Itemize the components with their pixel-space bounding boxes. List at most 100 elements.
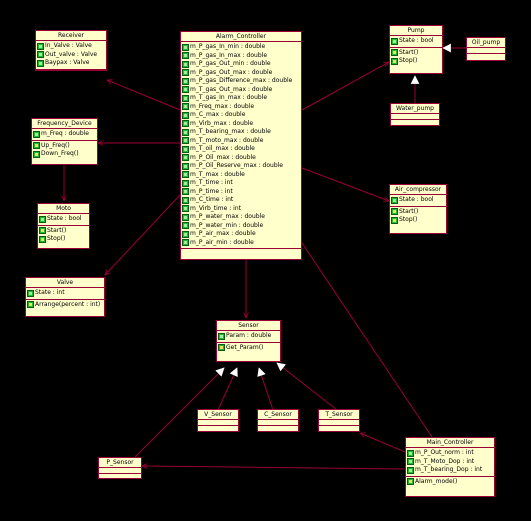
operation-icon xyxy=(391,57,398,65)
class-v-sensor[interactable]: V_Sensor xyxy=(197,409,239,432)
operation-icon xyxy=(391,49,398,57)
attribute-row: m_T_max : double xyxy=(181,171,301,180)
attribute-text: m_P_water_max : double xyxy=(190,213,265,221)
class-name: Frequency_Device xyxy=(32,119,97,129)
operation-section: Alarm_mode() xyxy=(406,477,494,488)
operation-section: Start()Stop() xyxy=(390,207,446,226)
gen-vsensor-sensor xyxy=(217,368,237,411)
attribute-row: m_P_time : int xyxy=(181,188,301,197)
attribute-text: m_C_max : double xyxy=(190,111,246,119)
operation-row: Alarm_mode() xyxy=(406,478,494,487)
attribute-row: m_P_gas_In_min : double xyxy=(181,43,301,52)
gen-psensor-sensor xyxy=(134,368,224,458)
link-alarm-pump xyxy=(301,62,389,111)
operation-section xyxy=(258,426,298,431)
attribute-icon xyxy=(27,289,34,297)
class-oil-pump[interactable]: Oil_pump xyxy=(466,37,506,61)
attribute-icon xyxy=(182,196,189,204)
attribute-row: m_P_air_max : double xyxy=(181,230,301,239)
class-name: V_Sensor xyxy=(198,410,238,420)
attribute-section: State : bool xyxy=(38,214,89,226)
attribute-icon xyxy=(182,86,189,94)
attribute-section: State : bool xyxy=(390,195,446,207)
attribute-icon xyxy=(37,59,44,67)
operation-text: Alarm_mode() xyxy=(415,477,458,485)
attribute-text: m_Virb_max : double xyxy=(190,119,254,127)
attribute-section xyxy=(391,114,439,120)
operation-text: Start() xyxy=(399,207,419,215)
attribute-row: m_P_gas_Difference_max : double xyxy=(181,77,301,86)
operation-text: Arrange(percent : int) xyxy=(35,300,101,308)
attribute-text: m_P_water_min : double xyxy=(190,221,264,229)
operation-section: Arrange(percent : int) xyxy=(26,300,104,311)
class-water-pump[interactable]: Water_pump xyxy=(390,103,440,126)
attribute-section xyxy=(258,420,298,426)
operation-section xyxy=(36,70,106,75)
attribute-icon xyxy=(182,60,189,68)
class-name: Moto xyxy=(38,204,89,214)
attribute-text: m_P_gas_Difference_max : double xyxy=(190,77,293,85)
attribute-icon xyxy=(37,51,44,59)
operation-section xyxy=(99,474,141,479)
operation-row: Start() xyxy=(390,49,442,58)
attribute-icon xyxy=(182,94,189,102)
attribute-text: m_P_gas_Out_min : double xyxy=(190,60,271,68)
attribute-row: State : int xyxy=(26,289,104,298)
attribute-text: m_P_air_max : double xyxy=(190,230,256,238)
operation-text: Stop() xyxy=(399,57,418,65)
attribute-icon xyxy=(182,43,189,51)
attribute-row: m_T_bearing_Dop : int xyxy=(406,466,494,475)
class-name: Oil_pump xyxy=(467,38,505,48)
link-main-psensor xyxy=(142,466,406,470)
attribute-row: m_P_water_max : double xyxy=(181,213,301,222)
operation-icon xyxy=(33,142,40,150)
class-name: T_Sensor xyxy=(319,410,359,420)
class-name: Valve xyxy=(26,278,104,288)
gen-csensor-sensor xyxy=(259,368,274,411)
attribute-row: In_Valve : Valve xyxy=(36,42,106,51)
class-c-sensor[interactable]: C_Sensor xyxy=(257,409,299,432)
attribute-text: State : int xyxy=(35,289,65,297)
operation-icon xyxy=(391,216,398,224)
gen-tsensor-sensor xyxy=(277,363,338,411)
operation-row: Down_Freq() xyxy=(32,150,97,159)
operation-row: Arrange(percent : int) xyxy=(26,301,104,310)
attribute-icon xyxy=(182,222,189,230)
operation-text: Get_Param() xyxy=(226,343,264,351)
attribute-icon xyxy=(182,179,189,187)
attribute-row: Baypax : Valve xyxy=(36,59,106,68)
attribute-section xyxy=(467,48,505,54)
class-name: Sensor xyxy=(217,321,280,331)
attribute-icon xyxy=(37,42,44,50)
attribute-row: Param : double xyxy=(217,332,280,341)
attribute-row: m_Freq_max : double xyxy=(181,103,301,112)
attribute-text: m_P_Oil_max : double xyxy=(190,153,256,161)
attribute-text: m_P_Oil_Reserve_max : double xyxy=(190,162,283,170)
attribute-icon xyxy=(182,137,189,145)
class-p-sensor[interactable]: P_Sensor xyxy=(98,457,142,479)
attribute-section: Param : double xyxy=(217,331,280,343)
attribute-section xyxy=(198,420,238,426)
operation-section: Start()Stop() xyxy=(38,226,89,245)
operation-text: Stop() xyxy=(47,235,66,243)
class-t-sensor[interactable]: T_Sensor xyxy=(318,409,360,432)
attribute-icon xyxy=(182,103,189,111)
attribute-icon xyxy=(407,466,414,474)
attribute-icon xyxy=(407,449,414,457)
attribute-row: m_T_gas_In_max : double xyxy=(181,94,301,103)
attribute-text: m_P_gas_In_min : double xyxy=(190,43,266,51)
attribute-text: m_T_gas_In_max : double xyxy=(190,94,268,102)
attribute-row: m_P_gas_In_max : double xyxy=(181,52,301,61)
attribute-text: m_C_time : int xyxy=(190,196,234,204)
